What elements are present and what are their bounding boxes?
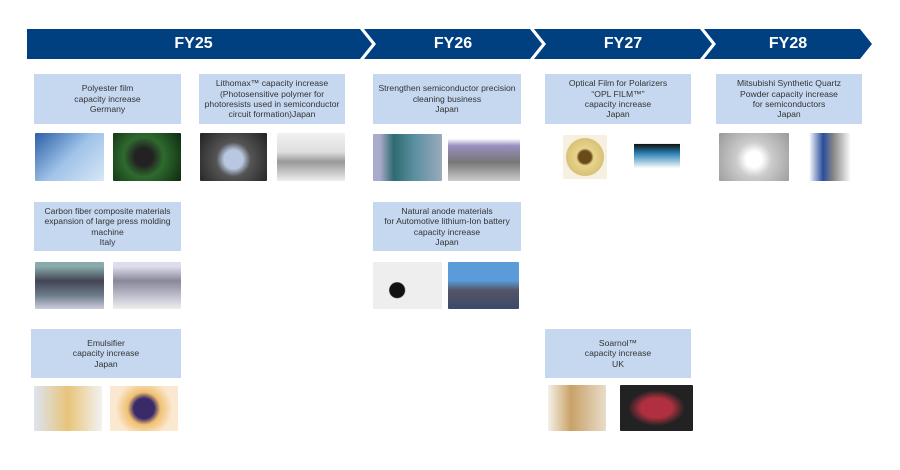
project-soarnol: Soarnol™ capacity increase UK: [545, 329, 691, 378]
arrow-fy26: [364, 29, 542, 59]
year-label-fy25: FY25: [174, 35, 213, 52]
circuit-board-image: [113, 133, 181, 181]
project-emulsifier: Emulsifier capacity increase Japan: [31, 329, 181, 378]
car-assembly-image: [113, 262, 181, 309]
anode-powder-image: [373, 262, 442, 309]
year-label-fy27: FY27: [603, 35, 643, 52]
project-carbon-fiber: Carbon fiber composite materials expansi…: [34, 202, 181, 251]
project-anode-materials: Natural anode materials for Automotive l…: [373, 202, 521, 251]
year-label-fy26: FY26: [433, 35, 473, 52]
quartz-process-diagram-image: [795, 133, 865, 181]
packaged-meat-image: [620, 385, 693, 431]
film-roll-image: [563, 135, 607, 179]
project-lithomax: Lithomax™ capacity increase (Photosensit…: [199, 74, 345, 124]
year-label-fy28: FY28: [768, 35, 808, 52]
emulsifier-products-image: [34, 386, 102, 431]
project-precision-cleaning: Strengthen semiconductor precision clean…: [373, 74, 521, 124]
plant-image: [448, 262, 519, 309]
food-packages-image: [548, 385, 606, 431]
arrow-fy27: [534, 29, 712, 59]
project-polyester-film: Polyester film capacity increase Germany: [34, 74, 181, 124]
timeline-bar: [27, 29, 872, 59]
cleaning-machine-image: [448, 134, 520, 181]
project-synthetic-quartz: Mitsubishi Synthetic Quartz Powder capac…: [716, 74, 862, 124]
arrow-fy25: [27, 29, 372, 59]
factory-line-image: [35, 262, 104, 309]
arrow-fy28: [704, 29, 872, 59]
project-opl-film: Optical Film for Polarizers “OPL FILM™” …: [545, 74, 691, 124]
photoresist-diagram-image: [277, 133, 345, 181]
polyester-film-image: [35, 133, 104, 181]
lithomax-container-image: [200, 133, 267, 181]
television-image: [634, 138, 680, 176]
quartz-powder-image: [719, 133, 789, 181]
cleaning-parts-image: [373, 134, 442, 181]
blueberry-cake-image: [110, 386, 178, 431]
